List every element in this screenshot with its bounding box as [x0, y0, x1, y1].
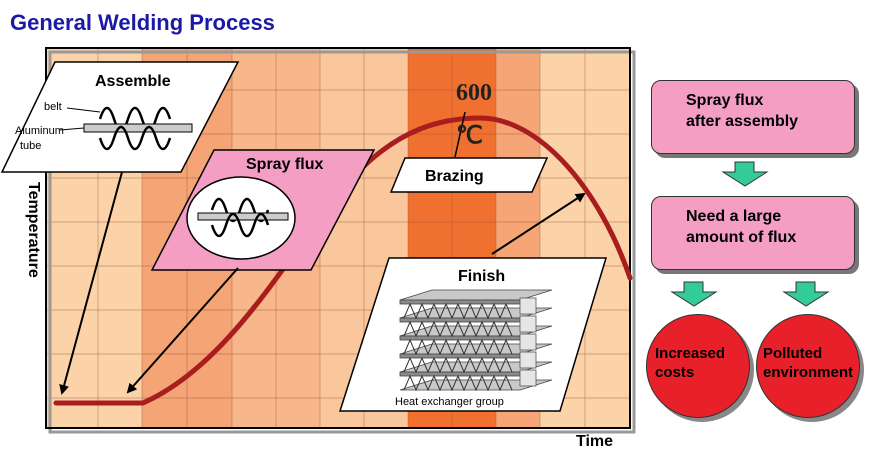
flux-assembly-line2: after assembly: [686, 112, 799, 130]
y-axis-label: Temperature: [25, 182, 42, 278]
large-flux-box: Need a large amount of flux: [651, 196, 855, 270]
heat-exchanger-icon: [399, 289, 553, 392]
assemble-panel: [0, 61, 240, 173]
page-title: General Welding Process: [10, 10, 275, 35]
heat-exchanger-caption: Heat exchanger group: [395, 396, 504, 408]
assemble-label: Assemble: [95, 73, 171, 90]
increased-costs-line2: costs: [655, 363, 695, 381]
flow-arrow-down-2: [670, 281, 718, 307]
brazing-pointer: [454, 111, 466, 158]
brazing-unit: ℃: [456, 122, 483, 149]
spray-flux-arrow: [126, 267, 239, 394]
temperature-curve: [53, 115, 633, 406]
flow-arrow-down-1: [721, 161, 769, 187]
upper-belt-icon: [98, 106, 172, 132]
increased-costs-line1: Increased: [655, 345, 726, 362]
aluminum-label: Aluminum: [15, 125, 64, 137]
finish-label: Finish: [458, 268, 505, 285]
brazing-panel: [389, 157, 549, 193]
polluted-environment-line1: Polluted: [763, 345, 823, 362]
large-flux-line2: amount of flux: [686, 228, 797, 246]
assemble-arrow: [59, 171, 123, 395]
polluted-environment-circle: Polluted environment: [756, 314, 860, 418]
polluted-environment-line2: environment: [763, 363, 854, 381]
plot-frame: [45, 47, 631, 429]
lower-belt-icon: [98, 125, 172, 151]
x-axis-label: Time: [576, 433, 614, 450]
flux-assembly-box: Spray flux after assembly: [651, 80, 855, 154]
finish-arrow: [491, 192, 586, 255]
finish-panel: [338, 257, 608, 412]
brazing-temperature: 600: [456, 80, 492, 106]
large-flux-line1: Need a large: [686, 208, 782, 225]
increased-costs-circle: Increased costs: [646, 314, 750, 418]
aluminum-tube-icon: [83, 123, 193, 133]
flux-assembly-line1: Spray flux: [686, 92, 764, 109]
tube-label: tube: [20, 140, 41, 152]
spray-flux-label: Spray flux: [246, 156, 323, 173]
brazing-label: Brazing: [425, 168, 484, 185]
spray-flux-panel: [150, 149, 376, 271]
belt-label: belt: [44, 101, 62, 113]
flow-arrow-down-3: [782, 281, 830, 307]
frame-shadow: [48, 50, 636, 434]
